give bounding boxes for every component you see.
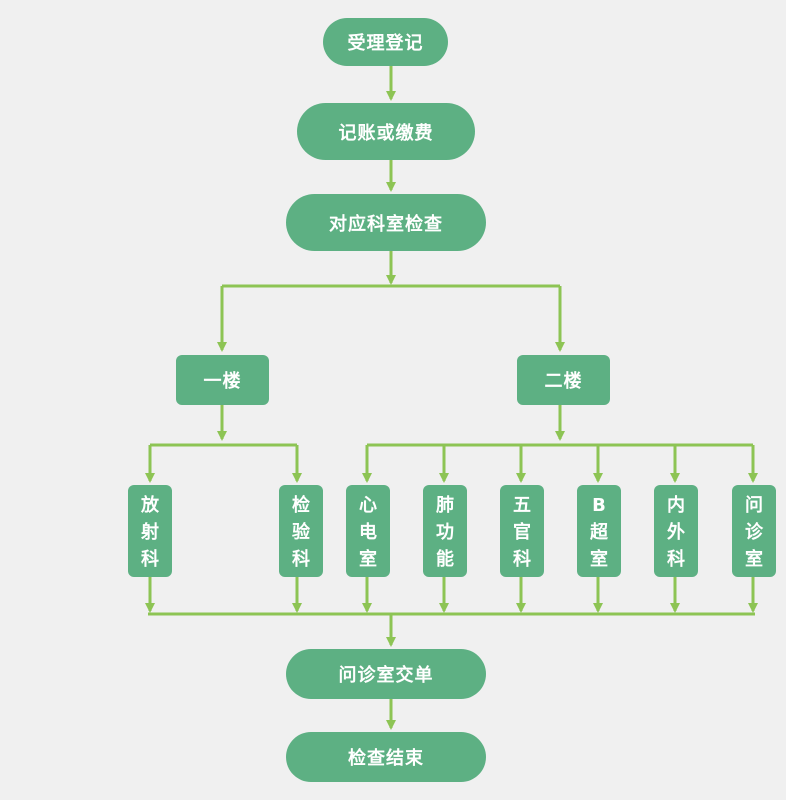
node-lab: 检验科 [279,485,323,577]
node-char: 检 [292,494,310,516]
node-char: 科 [141,548,159,570]
node-char: B [592,494,606,516]
node-radiology: 放射科 [128,485,172,577]
node-char: 功 [436,521,454,543]
node-pay: 记账或缴费 [297,103,475,160]
node-register: 受理登记 [323,18,448,66]
node-char: 诊 [745,521,763,543]
node-consult-room: 问诊室 [732,485,776,577]
node-char: 心 [359,494,377,516]
node-char: 五 [513,494,531,516]
node-char: 官 [513,521,531,543]
node-char: 能 [436,548,454,570]
node-char: 肺 [436,494,454,516]
node-char: 室 [590,548,608,570]
node-ecg: 心电室 [346,485,390,577]
node-floor2: 二楼 [517,355,610,405]
node-floor1: 一楼 [176,355,269,405]
node-char: 射 [141,521,159,543]
node-char: 科 [292,548,310,570]
node-char: 电 [359,521,377,543]
node-char: 内 [667,494,685,516]
node-dept-exam: 对应科室检查 [286,194,486,251]
node-submit: 问诊室交单 [286,649,486,699]
node-char: 问 [745,494,763,516]
node-char: 室 [359,548,377,570]
node-internal-surgery: 内外科 [654,485,698,577]
node-char: 室 [745,548,763,570]
node-end: 检查结束 [286,732,486,782]
node-char: 超 [590,521,608,543]
node-lung-function: 肺功能 [423,485,467,577]
node-char: 放 [141,494,159,516]
node-char: 验 [292,521,310,543]
node-char: 科 [667,548,685,570]
node-char: 外 [667,521,685,543]
node-ent: 五官科 [500,485,544,577]
node-char: 科 [513,548,531,570]
